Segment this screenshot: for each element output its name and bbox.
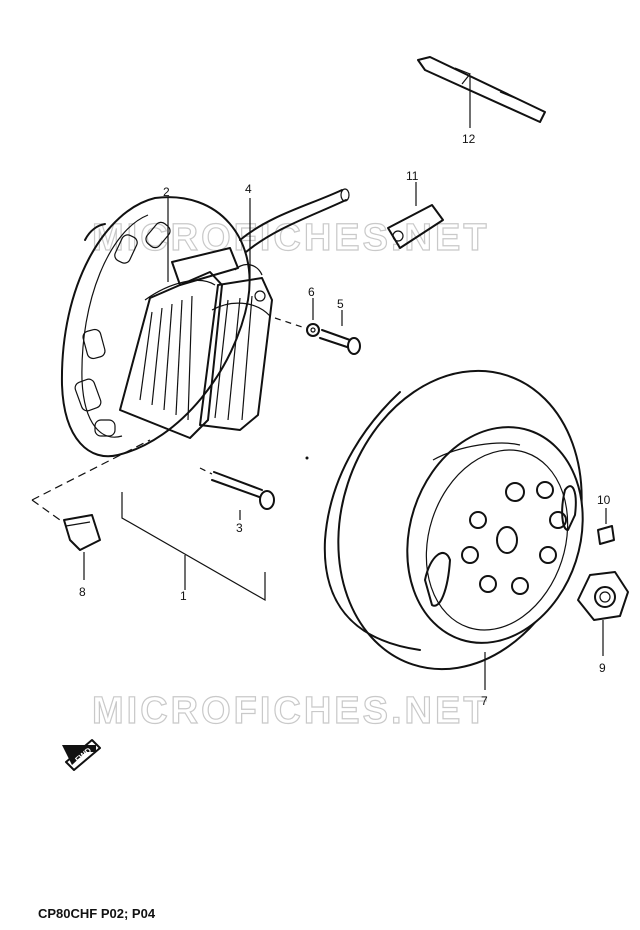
part-8-clamp	[63, 514, 101, 580]
part-6-washer	[306, 298, 320, 337]
callout-2: 2	[163, 185, 170, 199]
part-5-screw	[319, 310, 361, 355]
watermark-bottom: MICROFICHES.NET	[92, 690, 490, 732]
callout-7: 7	[481, 694, 488, 708]
callout-5: 5	[337, 297, 344, 311]
part-1-bracket	[31, 198, 306, 602]
part-7-flywheel	[323, 369, 584, 690]
callout-3: 3	[236, 521, 243, 535]
watermark-top: MICROFICHES.NET	[92, 217, 490, 259]
callout-9: 9	[599, 661, 606, 675]
callout-4: 4	[245, 182, 252, 196]
dot-mark	[305, 456, 309, 460]
callout-10: 10	[597, 493, 611, 507]
callout-1: 1	[180, 589, 187, 603]
callout-6: 6	[308, 285, 315, 299]
fwd-arrow: FWD	[62, 739, 101, 771]
callout-8: 8	[79, 585, 86, 599]
part-12-strap	[417, 56, 546, 128]
part-4-coil	[199, 263, 273, 431]
diagram-caption: CP80CHF P02; P04	[38, 906, 156, 921]
part-3-screw	[211, 471, 275, 520]
flywheel-holes	[461, 481, 567, 595]
stator-plate	[60, 196, 251, 458]
part-9-nut	[577, 571, 629, 656]
part-11-plate	[387, 182, 444, 249]
callout-12: 12	[462, 132, 476, 146]
part-10-key	[597, 508, 615, 545]
part-2-coil	[119, 247, 239, 439]
callout-11: 11	[406, 169, 419, 183]
